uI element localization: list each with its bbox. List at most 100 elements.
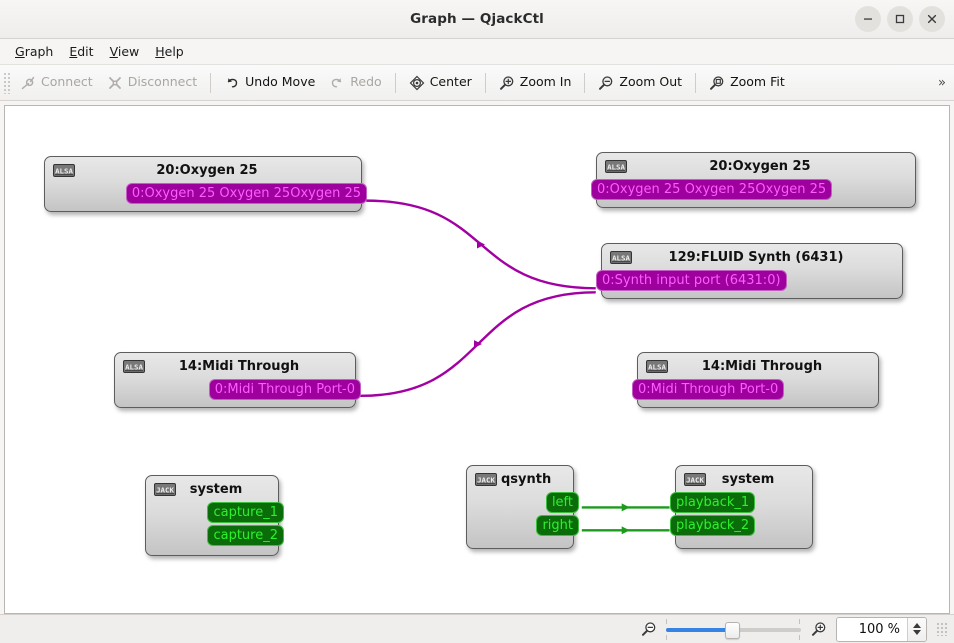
toolbar-overflow-button[interactable]: » [938,75,946,90]
minimize-icon [864,18,872,20]
graph-node-alsa-oxygen-in[interactable]: ALSA 20:Oxygen 25 0:Oxygen 25 Oxygen 25Oxy… [591,152,916,208]
port-audio[interactable]: capture_2 [207,525,284,546]
port-audio[interactable]: capture_1 [207,502,284,523]
menu-help[interactable]: Help [147,42,192,61]
statusbar: 100 % [0,614,954,643]
graph-node-alsa-oxygen-out[interactable]: ALSA 20:Oxygen 25 0:Oxygen 25 Oxygen 25Oxy… [44,156,367,212]
graph-canvas[interactable]: ALSA 20:Oxygen 25 0:Oxygen 25 Oxygen 25Oxy… [4,105,950,614]
zoom-slider-fill [666,627,731,632]
disconnect-button[interactable]: Disconnect [100,72,204,94]
zoom-out-button-label: Zoom Out [619,74,683,90]
zoom-slider[interactable] [666,618,801,640]
svg-text:JACK: JACK [686,475,704,484]
toolbar-separator-1 [210,72,212,93]
stepper-down-icon[interactable] [913,630,921,635]
menu-help-label: elp [164,44,184,59]
minimize-button[interactable] [855,6,881,32]
connection-oxygen-to-synth[interactable] [366,199,596,290]
center-button-label: Center [429,74,472,90]
graph-canvas-area: ALSA 20:Oxygen 25 0:Oxygen 25 Oxygen 25Oxy… [0,101,954,614]
center-button[interactable]: Center [402,72,479,94]
zoom-percent-spinbox[interactable]: 100 % [836,616,927,642]
titlebar: Graph — QjackCtl [0,0,954,39]
alsa-badge-icon: ALSA [123,359,145,373]
undo-move-button-label: Undo Move [245,74,316,90]
connect-button[interactable]: Connect [13,72,100,94]
statusbar-zoom-out-button[interactable] [638,619,659,640]
node-header: ALSA 14:Midi Through [638,353,878,379]
svg-text:ALSA: ALSA [55,166,73,175]
connect-icon [21,76,35,89]
toolbar-separator-5 [695,72,697,93]
connection-arrow-oxygen-to-synth [477,240,485,249]
redo-icon [332,77,342,87]
node-header: ALSA 129:FLUID Synth (6431) [602,244,902,270]
window-resize-grip[interactable] [936,622,948,636]
zoom-slider-tick [666,634,667,640]
port-audio[interactable]: right [536,515,579,536]
menu-edit-label: dit [77,44,94,59]
alsa-badge-icon: ALSA [605,159,627,173]
port-midi[interactable]: 0:Oxygen 25 Oxygen 25Oxygen 25 [125,183,367,204]
node-title: system [189,481,243,497]
port-midi[interactable]: 0:Midi Through Port-0 [632,379,785,400]
maximize-button[interactable] [887,6,913,32]
toolbar-drag-handle[interactable] [3,71,11,94]
zoom-fit-button[interactable]: Zoom Fit [702,72,792,94]
port-midi[interactable]: 0:Oxygen 25 Oxygen 25Oxygen 25 [591,179,833,200]
graph-node-alsa-fluid-synth[interactable]: ALSA 129:FLUID Synth (6431) 0:Synth input … [596,243,903,299]
port-audio[interactable]: playback_2 [670,515,756,536]
node-title: 129:FLUID Synth (6431) [668,249,844,265]
port-audio[interactable]: left [545,492,579,513]
zoom-in-button-label: Zoom In [519,74,572,90]
disconnect-button-label: Disconnect [127,74,198,90]
zoom-slider-tick [799,618,800,624]
graph-node-alsa-midi-through-in[interactable]: ALSA 14:Midi Through 0:Midi Through Port-0 [632,352,879,408]
zoom-slider-tick [666,618,667,624]
node-title: 20:Oxygen 25 [709,158,811,174]
connection-arrow-midithrough-to-synth [474,340,482,349]
port-audio[interactable]: playback_1 [670,492,756,513]
menu-edit[interactable]: Edit [61,42,101,61]
zoom-percent-value[interactable]: 100 % [837,617,907,641]
node-title: 14:Midi Through [701,358,823,374]
toolbar: Connect Disconnect Undo Move Redo [0,65,954,101]
menu-graph-mnemonic: G [15,44,25,59]
toolbar-separator-4 [584,72,586,93]
zoom-in-button[interactable]: Zoom In [492,72,579,94]
statusbar-zoom-in-button[interactable] [808,619,829,640]
stepper-up-icon[interactable] [913,623,921,628]
zoom-percent-stepper[interactable] [907,617,926,641]
zoom-fit-icon [710,75,724,90]
undo-move-button[interactable]: Undo Move [217,72,322,94]
toolbar-separator-2 [394,72,396,93]
menu-view[interactable]: View [102,42,148,61]
node-header: ALSA 20:Oxygen 25 [45,157,361,183]
menubar: Graph Edit View Help [0,39,954,65]
port-midi[interactable]: 0:Synth input port (6431:0) [596,270,787,291]
node-title: 20:Oxygen 25 [156,162,258,178]
zoom-in-icon [811,622,825,636]
redo-button-label: Redo [350,74,382,90]
close-button[interactable] [919,6,945,32]
svg-text:ALSA: ALSA [648,362,666,371]
alsa-badge-icon: ALSA [610,250,632,264]
port-midi[interactable]: 0:Midi Through Port-0 [208,379,361,400]
connection-midithrough-to-synth[interactable] [360,291,596,398]
center-icon [409,75,425,90]
zoom-out-button[interactable]: Zoom Out [591,72,689,94]
zoom-slider-handle[interactable] [724,621,740,639]
redo-button[interactable]: Redo [322,72,388,94]
menu-graph[interactable]: Graph [7,42,61,61]
toolbar-separator-3 [484,72,486,93]
svg-text:JACK: JACK [477,475,495,484]
window-title: Graph — QjackCtl [410,11,544,27]
